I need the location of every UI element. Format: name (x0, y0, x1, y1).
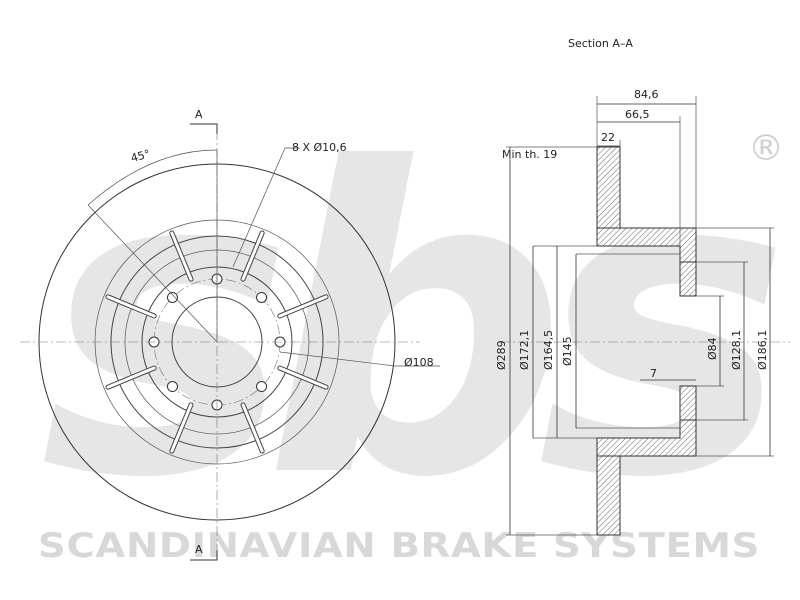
holes-label: 8 X Ø10,6 (292, 141, 347, 154)
section-marker-bottom: A (195, 543, 203, 556)
bolt-hole (256, 291, 268, 303)
min-thickness-label: Min th. 19 (502, 148, 557, 161)
section-marker-bottom-line (190, 550, 218, 561)
angle-label: 45° (129, 147, 151, 165)
pcd-leader (279, 351, 440, 367)
hub-spoke (106, 295, 156, 318)
hub-flange-top (679, 261, 697, 297)
hub-spoke (278, 366, 328, 389)
dim-22: 22 (601, 131, 615, 144)
section-view: Section A–A Min th. 19 84,6 66,5 22 (495, 37, 790, 536)
section-title: Section A–A (568, 37, 633, 50)
angle-arc (87, 149, 218, 206)
section-marker-top-line (190, 123, 218, 134)
hub-flange-bottom (679, 385, 697, 421)
hub-spoke (170, 403, 193, 453)
dim-7: 7 (650, 367, 657, 380)
front-view: A A 45° 8 X Ø10,6 Ø108 (20, 108, 440, 561)
hub-spokes (105, 230, 329, 454)
angle-leader (87, 204, 218, 343)
hub-spoke (278, 295, 328, 318)
sbs-logo-letters: sbs (40, 81, 776, 570)
dia-164-5: Ø164,5 (542, 330, 555, 370)
holes-leader (232, 147, 300, 268)
friction-ring-bottom (596, 455, 621, 536)
dia-172-1: Ø172,1 (518, 330, 531, 370)
hub-spoke (106, 366, 156, 389)
dim-66-5: 66,5 (625, 108, 650, 121)
hub-spoke (241, 231, 264, 281)
friction-ring-top (596, 146, 621, 229)
registered-mark: ® (748, 128, 784, 169)
sbs-watermark-logo: sbs (40, 81, 800, 570)
bolt-hole (166, 291, 178, 303)
pcd-label: Ø108 (404, 356, 434, 369)
dia-145: Ø145 (561, 336, 574, 366)
bolt-hole (256, 381, 268, 393)
company-watermark: SCANDINAVIAN BRAKE SYSTEMS (38, 526, 760, 566)
section-marker-top: A (195, 108, 203, 121)
hub-spoke (170, 231, 193, 281)
dia-128-1: Ø128,1 (730, 330, 743, 370)
dia-84: Ø84 (706, 337, 719, 360)
hub-spoke (241, 403, 264, 453)
dia-186-1: Ø186,1 (756, 330, 769, 370)
dia-289: Ø289 (495, 340, 508, 370)
bolt-hole (166, 381, 178, 393)
dim-84-6: 84,6 (634, 88, 659, 101)
